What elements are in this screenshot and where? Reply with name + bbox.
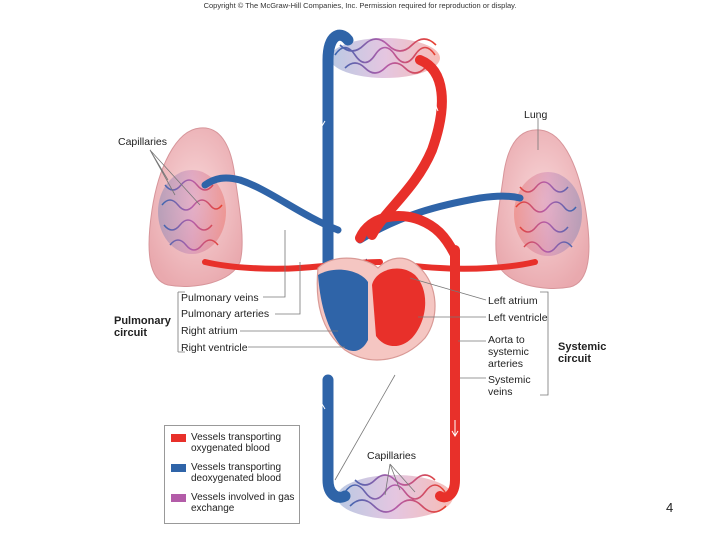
legend-swatch-exchange bbox=[171, 494, 186, 502]
label-pulmonary-circuit-line2: circuit bbox=[114, 327, 148, 339]
label-pulmonary-veins: Pulmonary veins bbox=[181, 292, 259, 304]
label-aorta-line3: arteries bbox=[488, 358, 524, 370]
label-pulmonary-arteries: Pulmonary arteries bbox=[181, 308, 270, 320]
bottom-capillary-bed bbox=[337, 474, 453, 519]
copyright-notice: Copyright © The McGraw-Hill Companies, I… bbox=[203, 1, 517, 10]
legend-item-oxygenated: Vessels transporting oxygenated blood bbox=[171, 432, 296, 454]
label-capillaries-bottom: Capillaries bbox=[367, 450, 417, 462]
legend-text-oxygenated: Vessels transporting oxygenated blood bbox=[191, 432, 282, 454]
legend-item-deoxygenated: Vessels transporting deoxygenated blood bbox=[171, 462, 296, 484]
label-aorta-line1: Aorta to bbox=[488, 334, 525, 346]
label-systemic-circuit-line1: Systemic bbox=[558, 341, 607, 353]
left-lung-capillaries bbox=[158, 170, 226, 254]
legend-swatch-oxygenated bbox=[171, 434, 186, 442]
label-capillaries-top: Capillaries bbox=[118, 136, 168, 148]
legend-text-deoxygenated: Vessels transporting deoxygenated blood bbox=[191, 462, 282, 484]
label-left-atrium: Left atrium bbox=[488, 295, 538, 307]
legend-text-exchange: Vessels involved in gas exchange bbox=[191, 492, 295, 514]
legend: Vessels transporting oxygenated blood Ve… bbox=[164, 425, 300, 524]
legend-item-exchange: Vessels involved in gas exchange bbox=[171, 492, 296, 514]
top-capillary-bed bbox=[330, 38, 440, 78]
leader-lines bbox=[149, 118, 549, 496]
flow-arrows bbox=[318, 105, 459, 437]
label-systemic-veins-line2: veins bbox=[488, 386, 513, 398]
label-right-atrium: Right atrium bbox=[181, 325, 238, 337]
label-aorta-line2: systemic bbox=[488, 346, 529, 358]
legend-swatch-deoxygenated bbox=[171, 464, 186, 472]
heart bbox=[316, 257, 436, 361]
label-systemic-veins-line1: Systemic bbox=[488, 374, 531, 386]
right-lung-capillaries bbox=[514, 172, 582, 256]
label-pulmonary-circuit-line1: Pulmonary bbox=[114, 315, 171, 327]
label-lung: Lung bbox=[524, 109, 548, 121]
page-number: 4 bbox=[666, 500, 674, 515]
label-systemic-circuit-line2: circuit bbox=[558, 353, 592, 365]
label-right-ventricle: Right ventricle bbox=[181, 342, 248, 354]
label-left-ventricle: Left ventricle bbox=[488, 312, 548, 324]
